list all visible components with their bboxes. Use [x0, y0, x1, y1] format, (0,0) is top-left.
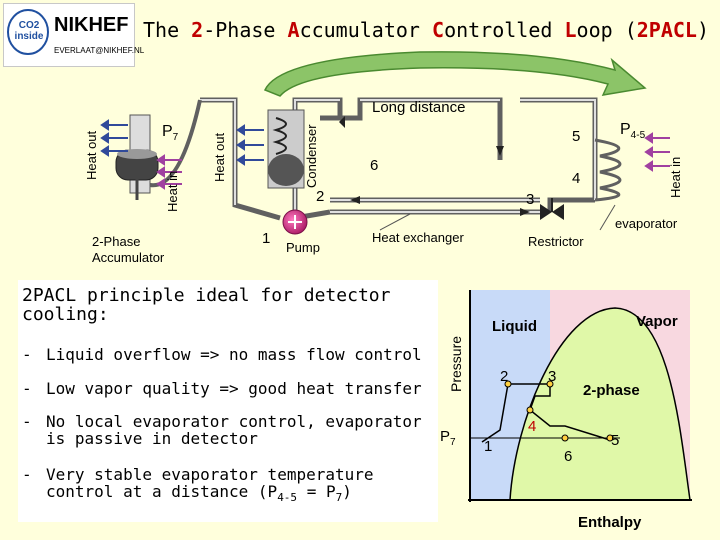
nikhef-logo: CO2 inside NIKHEF EVERLAAT@NIKHEF.NL: [3, 3, 144, 67]
heat-arrows-accumulator-in: [156, 154, 182, 190]
accumulator-label-line2: Accumulator: [92, 250, 165, 265]
restrictor-valve: [540, 198, 564, 220]
loop-diagram: [100, 51, 670, 235]
heat-arrows-evaporator-in: [644, 132, 670, 172]
long-distance-label: Long distance: [372, 99, 466, 116]
evaporator-label: evaporator: [615, 216, 678, 231]
bullet-item: - No local evaporator control, evaporato…: [22, 413, 432, 447]
condenser: [267, 109, 305, 189]
cycle-path: [481, 383, 611, 443]
title-segment: ontrolled: [444, 18, 565, 42]
bullet-dash: -: [22, 345, 32, 364]
bullet-dash: -: [22, 412, 32, 431]
heat-exchanger-label: Heat exchanger: [372, 230, 464, 245]
condenser-label: Condenser: [304, 124, 319, 188]
p7-label: P7: [162, 123, 179, 144]
co2-inside-badge: CO2 inside: [14, 20, 44, 42]
evaporator-coil: [594, 138, 622, 202]
slide-title: The 2-Phase Accumulator Controlled Loop …: [143, 18, 709, 42]
phase-diagram: [468, 290, 692, 502]
pump: [282, 209, 308, 235]
pipe-highlight: [200, 99, 596, 218]
phase-point-6: 6: [564, 448, 573, 465]
bullet-dash: -: [22, 379, 32, 398]
heat-out-mid-label: Heat out: [212, 132, 227, 182]
title-segment: ): [696, 18, 710, 42]
loop-point-3: 3: [526, 191, 535, 208]
principle-panel: [18, 280, 438, 522]
cycle-points: [504, 380, 614, 442]
loop-point-6: 6: [370, 157, 379, 174]
phase-p7-label: P7: [440, 428, 456, 448]
bullet-text: No local evaporator control, evaporator …: [46, 412, 422, 448]
bullet-item: - Low vapor quality => good heat transfe…: [22, 380, 432, 397]
accumulator: [115, 99, 202, 200]
bullet-text: Low vapor quality => good heat transfer: [46, 379, 422, 398]
heat-arrows-left: [100, 119, 128, 157]
two-phase-region-label: 2-phase: [583, 382, 640, 399]
heat-out-left-label: Heat out: [84, 130, 99, 180]
vapor-region-label: Vapor: [636, 313, 678, 330]
restrictor-label: Restrictor: [528, 234, 584, 249]
title-segment: A: [287, 18, 300, 42]
liquid-region-label: Liquid: [492, 318, 537, 335]
logo-graphic: [7, 9, 49, 55]
title-segment: oop (: [576, 18, 637, 42]
title-segment: 2: [191, 18, 204, 42]
bullet-text: Very stable evaporator temperature contr…: [46, 465, 374, 505]
phase-point-2: 2: [500, 368, 509, 385]
pump-label: Pump: [286, 240, 320, 255]
title-segment: L: [564, 18, 577, 42]
phase-point-3: 3: [548, 368, 557, 385]
heat-in-right-label: Heat in: [668, 156, 683, 198]
bullet-item: - Liquid overflow => no mass flow contro…: [22, 346, 432, 363]
label-pointers: [379, 204, 616, 231]
logo-email: EVERLAAT@NIKHEF.NL: [54, 46, 145, 55]
bullet-text: Liquid overflow => no mass flow control: [46, 345, 422, 364]
loop-point-4: 4: [572, 170, 581, 187]
title-segment: C: [432, 18, 445, 42]
accumulator-label-line1: 2-Phase: [92, 234, 141, 249]
phase-point-4: 4: [528, 418, 537, 435]
loop-point-1: 1: [262, 230, 271, 247]
title-segment: The: [143, 18, 192, 42]
pressure-axis-label: Pressure: [448, 335, 464, 392]
enthalpy-axis-label: Enthalpy: [578, 514, 642, 531]
title-segment: -Phase: [203, 18, 288, 42]
loop-point-2: 2: [316, 188, 325, 205]
heat-arrows-condenser-out: [236, 124, 264, 166]
bullet-dash: -: [22, 465, 32, 484]
phase-point-5: 5: [611, 432, 620, 449]
nikhef-wordmark: NIKHEF: [54, 14, 129, 36]
bullet-item: - Very stable evaporator temperature con…: [22, 466, 432, 506]
heat-exchanger-arrows: [339, 116, 530, 216]
two-phase-dome: [509, 307, 691, 501]
return-arrow: [263, 51, 647, 97]
loop-point-5: 5: [572, 128, 581, 145]
heat-in-left-label: Heat in: [165, 170, 180, 212]
phase-point-1: 1: [484, 438, 493, 455]
title-segment: 2PACL: [636, 18, 697, 42]
principle-heading: 2PACL principle ideal for detector cooli…: [22, 285, 391, 325]
title-segment: ccumulator: [299, 18, 433, 42]
p45-label: P4-5: [620, 121, 646, 142]
